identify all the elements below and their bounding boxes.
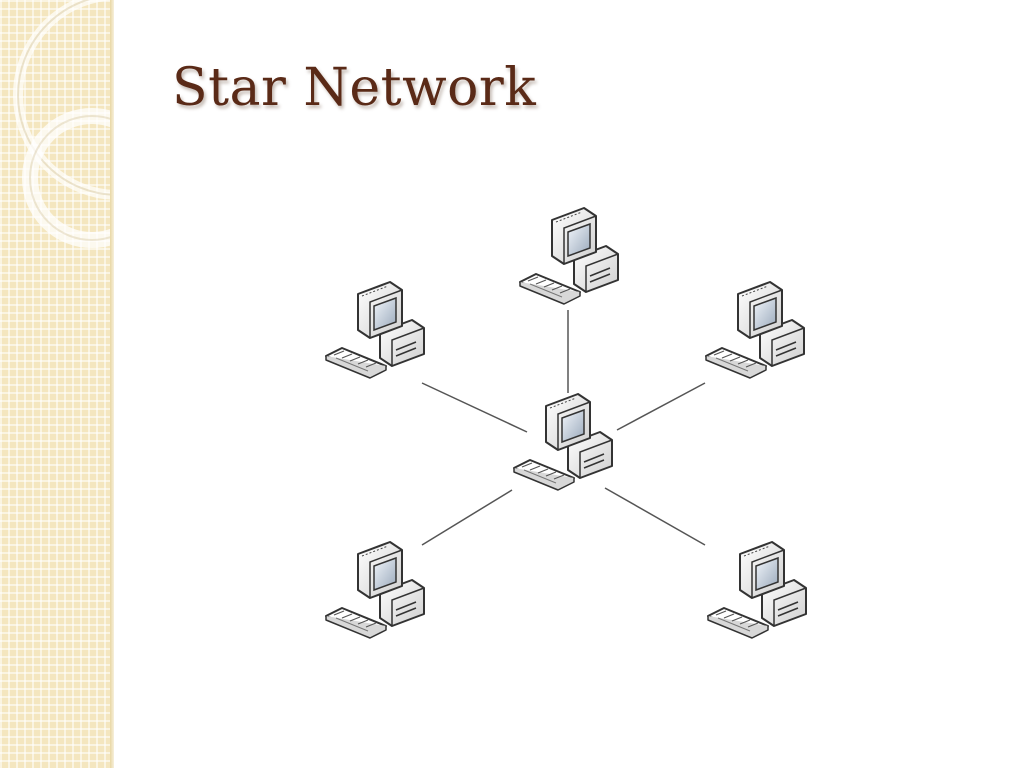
desktop-computer-icon — [325, 541, 425, 639]
desktop-computer-icon — [519, 207, 619, 305]
link-hub-top-left — [421, 382, 528, 433]
desktop-computer-icon — [325, 281, 425, 379]
desktop-computer-icon — [705, 281, 805, 379]
desktop-computer-icon — [513, 393, 613, 491]
desktop-computer-icon — [707, 541, 807, 639]
sidebar-edge — [110, 0, 114, 768]
link-hub-bottom-right — [604, 487, 706, 546]
slide-title: Star Network — [172, 58, 537, 118]
decorative-sidebar — [0, 0, 114, 768]
link-hub-top-right — [616, 382, 706, 431]
decorative-rings — [13, 0, 114, 248]
link-hub-bottom-left — [421, 489, 513, 546]
